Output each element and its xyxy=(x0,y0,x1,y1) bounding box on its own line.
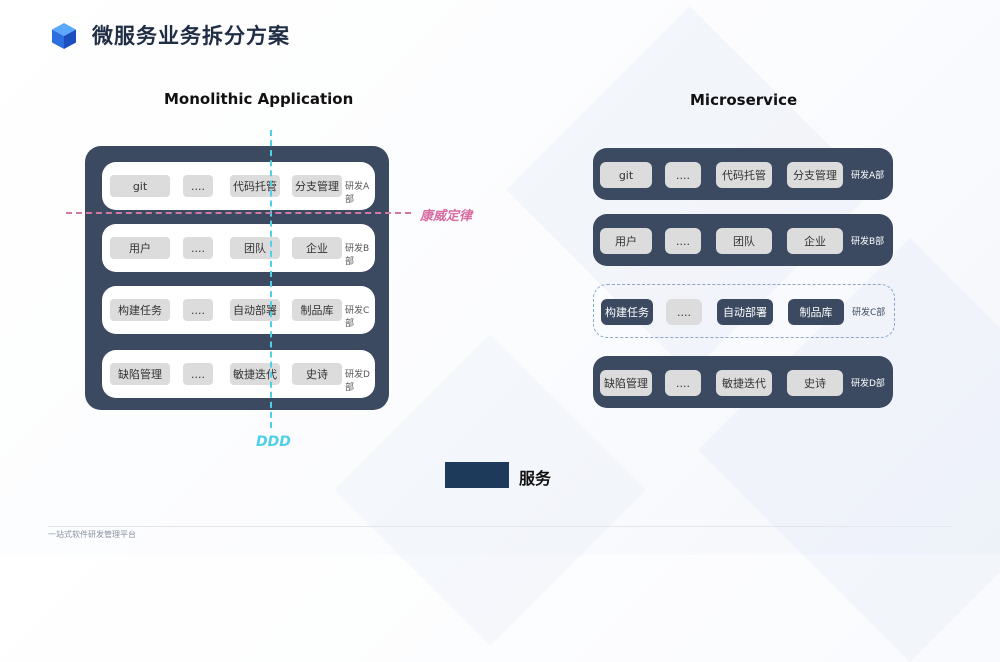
dept-label: 研发A部 xyxy=(345,182,370,205)
mono-item: .... xyxy=(183,237,213,259)
conway-law-label: 康威定律 xyxy=(420,209,473,224)
cube-logo-icon xyxy=(52,23,76,49)
monolithic-heading: Monolithic Application xyxy=(164,90,354,108)
service-item: 史诗 xyxy=(787,370,843,396)
mono-item: 构建任务 xyxy=(110,299,170,321)
footer-text: 一站式软件研发管理平台 xyxy=(48,530,136,539)
service-item: .... xyxy=(666,299,702,325)
monolithic-container: git .... 代码托管 分支管理 研发A部 用户 .... 团队 企业 研发… xyxy=(85,146,389,410)
dept-label: 研发D部 xyxy=(345,370,370,393)
dept-label: 研发A部 xyxy=(851,171,885,181)
service-item: .... xyxy=(665,370,701,396)
ms-row-d: 缺陷管理 .... 敏捷迭代 史诗 研发D部 xyxy=(593,356,893,408)
service-item: .... xyxy=(665,228,701,254)
footer-divider xyxy=(48,526,953,527)
mono-item: .... xyxy=(183,299,213,321)
mono-item: .... xyxy=(183,175,213,197)
ddd-divider-line xyxy=(270,130,272,428)
service-item: .... xyxy=(665,162,701,188)
ms-row-b: 用户 .... 团队 企业 研发B部 xyxy=(593,214,893,266)
mono-row-d: 缺陷管理 .... 敏捷迭代 史诗 研发D部 xyxy=(102,350,375,398)
dept-label: 研发C部 xyxy=(852,308,886,318)
dept-label: 研发B部 xyxy=(851,237,885,247)
dept-label: 研发B部 xyxy=(345,244,370,267)
mono-row-c: 构建任务 .... 自动部署 制品库 研发C部 xyxy=(102,286,375,334)
service-item: git xyxy=(600,162,652,188)
conway-divider-line xyxy=(66,212,411,214)
mono-item: 分支管理 xyxy=(292,175,342,197)
mono-item: 史诗 xyxy=(292,363,342,385)
ddd-label: DDD xyxy=(256,434,291,450)
service-item: 构建任务 xyxy=(601,299,653,325)
ms-row-a: git .... 代码托管 分支管理 研发A部 xyxy=(593,148,893,200)
dept-label: 研发D部 xyxy=(851,379,885,389)
mono-item: 用户 xyxy=(110,237,170,259)
service-item: 制品库 xyxy=(788,299,844,325)
mono-item: git xyxy=(110,175,170,197)
legend-swatch xyxy=(445,462,509,488)
service-item: 企业 xyxy=(787,228,843,254)
mono-item: 团队 xyxy=(230,237,280,259)
mono-row-b: 用户 .... 团队 企业 研发B部 xyxy=(102,224,375,272)
page-title: 微服务业务拆分方案 xyxy=(92,24,290,48)
mono-item: 缺陷管理 xyxy=(110,363,170,385)
service-item: 团队 xyxy=(716,228,772,254)
microservice-heading: Microservice xyxy=(690,91,798,109)
service-item: 自动部署 xyxy=(717,299,773,325)
service-item: 代码托管 xyxy=(716,162,772,188)
service-item: 分支管理 xyxy=(787,162,843,188)
service-item: 缺陷管理 xyxy=(600,370,652,396)
mono-item: 代码托管 xyxy=(230,175,280,197)
mono-item: 敏捷迭代 xyxy=(230,363,280,385)
ms-row-c: 构建任务 .... 自动部署 制品库 研发C部 xyxy=(593,284,895,338)
legend-label: 服务 xyxy=(519,469,552,488)
mono-item: 制品库 xyxy=(292,299,342,321)
mono-item: .... xyxy=(183,363,213,385)
dept-label: 研发C部 xyxy=(345,306,370,329)
service-item: 敏捷迭代 xyxy=(716,370,772,396)
service-item: 用户 xyxy=(600,228,652,254)
mono-row-a: git .... 代码托管 分支管理 研发A部 xyxy=(102,162,375,210)
mono-item: 企业 xyxy=(292,237,342,259)
mono-item: 自动部署 xyxy=(230,299,280,321)
